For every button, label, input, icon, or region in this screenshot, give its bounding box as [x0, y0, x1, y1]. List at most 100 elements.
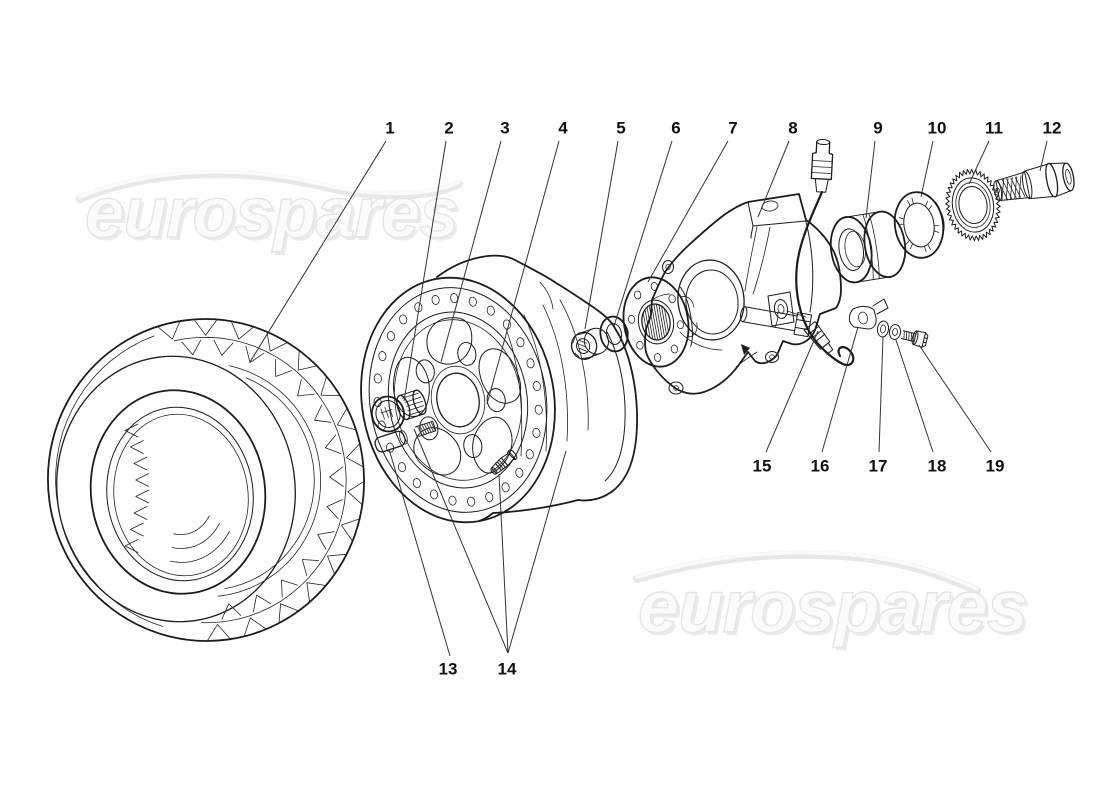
callout-5: 5 [616, 119, 625, 138]
carrier-rib [744, 226, 771, 295]
carrier-accent [741, 344, 750, 355]
hub-hole [627, 314, 636, 324]
rim-bead-screw [430, 489, 439, 499]
carrier-foot-hole [673, 385, 680, 391]
carrier-top-boss [747, 201, 807, 239]
leader-line-12 [1039, 140, 1048, 172]
wheel-rim [358, 254, 638, 524]
hub-washer [599, 315, 629, 353]
rim-spoke-opening [474, 343, 524, 409]
rim-face-details [358, 280, 559, 520]
bearing-ring-nut [893, 191, 945, 259]
rim-lug-hole [462, 433, 484, 459]
hub-hole [653, 353, 662, 362]
rim-bead-screw [486, 305, 495, 315]
leader-line-2 [403, 140, 447, 402]
cable-connector [810, 139, 834, 193]
sensor-washer [876, 320, 890, 338]
callout-19: 19 [986, 457, 1005, 476]
leader-line-5 [584, 140, 619, 330]
watermark-text: eurospares [638, 565, 1027, 648]
callout-10: 10 [928, 119, 947, 138]
leader-line-19 [918, 344, 992, 453]
rim-bead-screw [378, 351, 387, 361]
rim-spoke-opening [387, 352, 436, 422]
bolt-cap [371, 395, 405, 433]
rim-bead-screw [534, 405, 543, 415]
rim-bead-screw [532, 428, 541, 438]
rim-back-lip-inner [604, 331, 626, 482]
rim-barrel-line [559, 299, 589, 431]
rim-bead-screw [515, 468, 524, 478]
carrier-sensor-boss [767, 291, 807, 327]
carrier-contours [651, 293, 758, 368]
rim-spoke-opening [463, 409, 521, 479]
callout-12: 12 [1043, 119, 1062, 138]
callout-13: 13 [439, 660, 458, 679]
rim-dish-step [382, 310, 534, 491]
tyre-tread-pattern [55, 319, 364, 641]
rim-bead-screw [399, 314, 408, 324]
cap-logo [380, 406, 393, 420]
rim-bead-screw [414, 302, 423, 312]
leader-line-13 [388, 448, 451, 657]
leader-line-15 [765, 330, 819, 453]
speed-sensor [739, 306, 834, 355]
bolt-sleeve [374, 430, 408, 453]
callout-6: 6 [671, 119, 680, 138]
callout-15: 15 [753, 457, 772, 476]
rim-bead-screw [431, 295, 440, 305]
rim-barrel-bottom [478, 499, 579, 522]
leader-line-9 [865, 140, 876, 219]
watermark-top-left: eurospares eurospares [76, 170, 463, 256]
callout-2: 2 [444, 119, 453, 138]
rim-spoke-opening [409, 415, 467, 488]
rim-lug-hole [456, 341, 478, 367]
carrier-housing-edge [805, 221, 814, 313]
leader-line-14 [507, 450, 567, 654]
leader-line-10 [920, 140, 934, 198]
leader-line-14 [498, 473, 509, 654]
sensor-boot [803, 321, 834, 355]
rim-dish-edge [375, 301, 542, 499]
tyre-outer-contour [47, 318, 365, 642]
rim-lug-hole [418, 415, 440, 441]
hub-hole [634, 290, 642, 300]
wheel-bearing [829, 210, 907, 284]
rim-seam-line [539, 281, 554, 310]
callout-18: 18 [928, 457, 947, 476]
leader-line-14 [413, 428, 509, 654]
rim-bead-screw [485, 492, 494, 502]
callout-9: 9 [873, 119, 882, 138]
rim-bead-screw [373, 397, 382, 407]
carrier-boss [765, 351, 779, 363]
carrier-ear [662, 260, 674, 274]
leader-line-6 [613, 140, 673, 327]
tyre-bead-outer [89, 389, 267, 595]
callout-11: 11 [985, 119, 1003, 138]
hub-bolt-holes [627, 282, 685, 362]
watermark-swoosh-highlight [78, 170, 461, 199]
watermark-text: eurospares [85, 174, 458, 253]
callout-3: 3 [500, 119, 509, 138]
watermark-bottom-right: eurospares eurospares [633, 550, 1031, 651]
rim-face-lip-inner [368, 287, 548, 513]
hub-hole [676, 320, 685, 330]
rim-barrel-line [542, 304, 568, 442]
watermark-swoosh-highlight [635, 550, 979, 591]
callout-8: 8 [788, 119, 797, 138]
leader-line-4 [486, 140, 560, 405]
carrier-bore-outer [677, 259, 745, 341]
callout-4: 4 [558, 119, 568, 138]
rim-bead-screw [516, 337, 525, 347]
rim-center-boss [426, 362, 490, 438]
tyre-bead-inner [106, 406, 254, 582]
rim-face-lip [360, 276, 556, 524]
callout-7: 7 [728, 119, 737, 138]
sensor-bolt [900, 330, 929, 348]
phonic-teeth [941, 165, 1006, 244]
leader-line-7 [647, 140, 729, 283]
watermark-text-shadow: eurospares [88, 177, 461, 256]
